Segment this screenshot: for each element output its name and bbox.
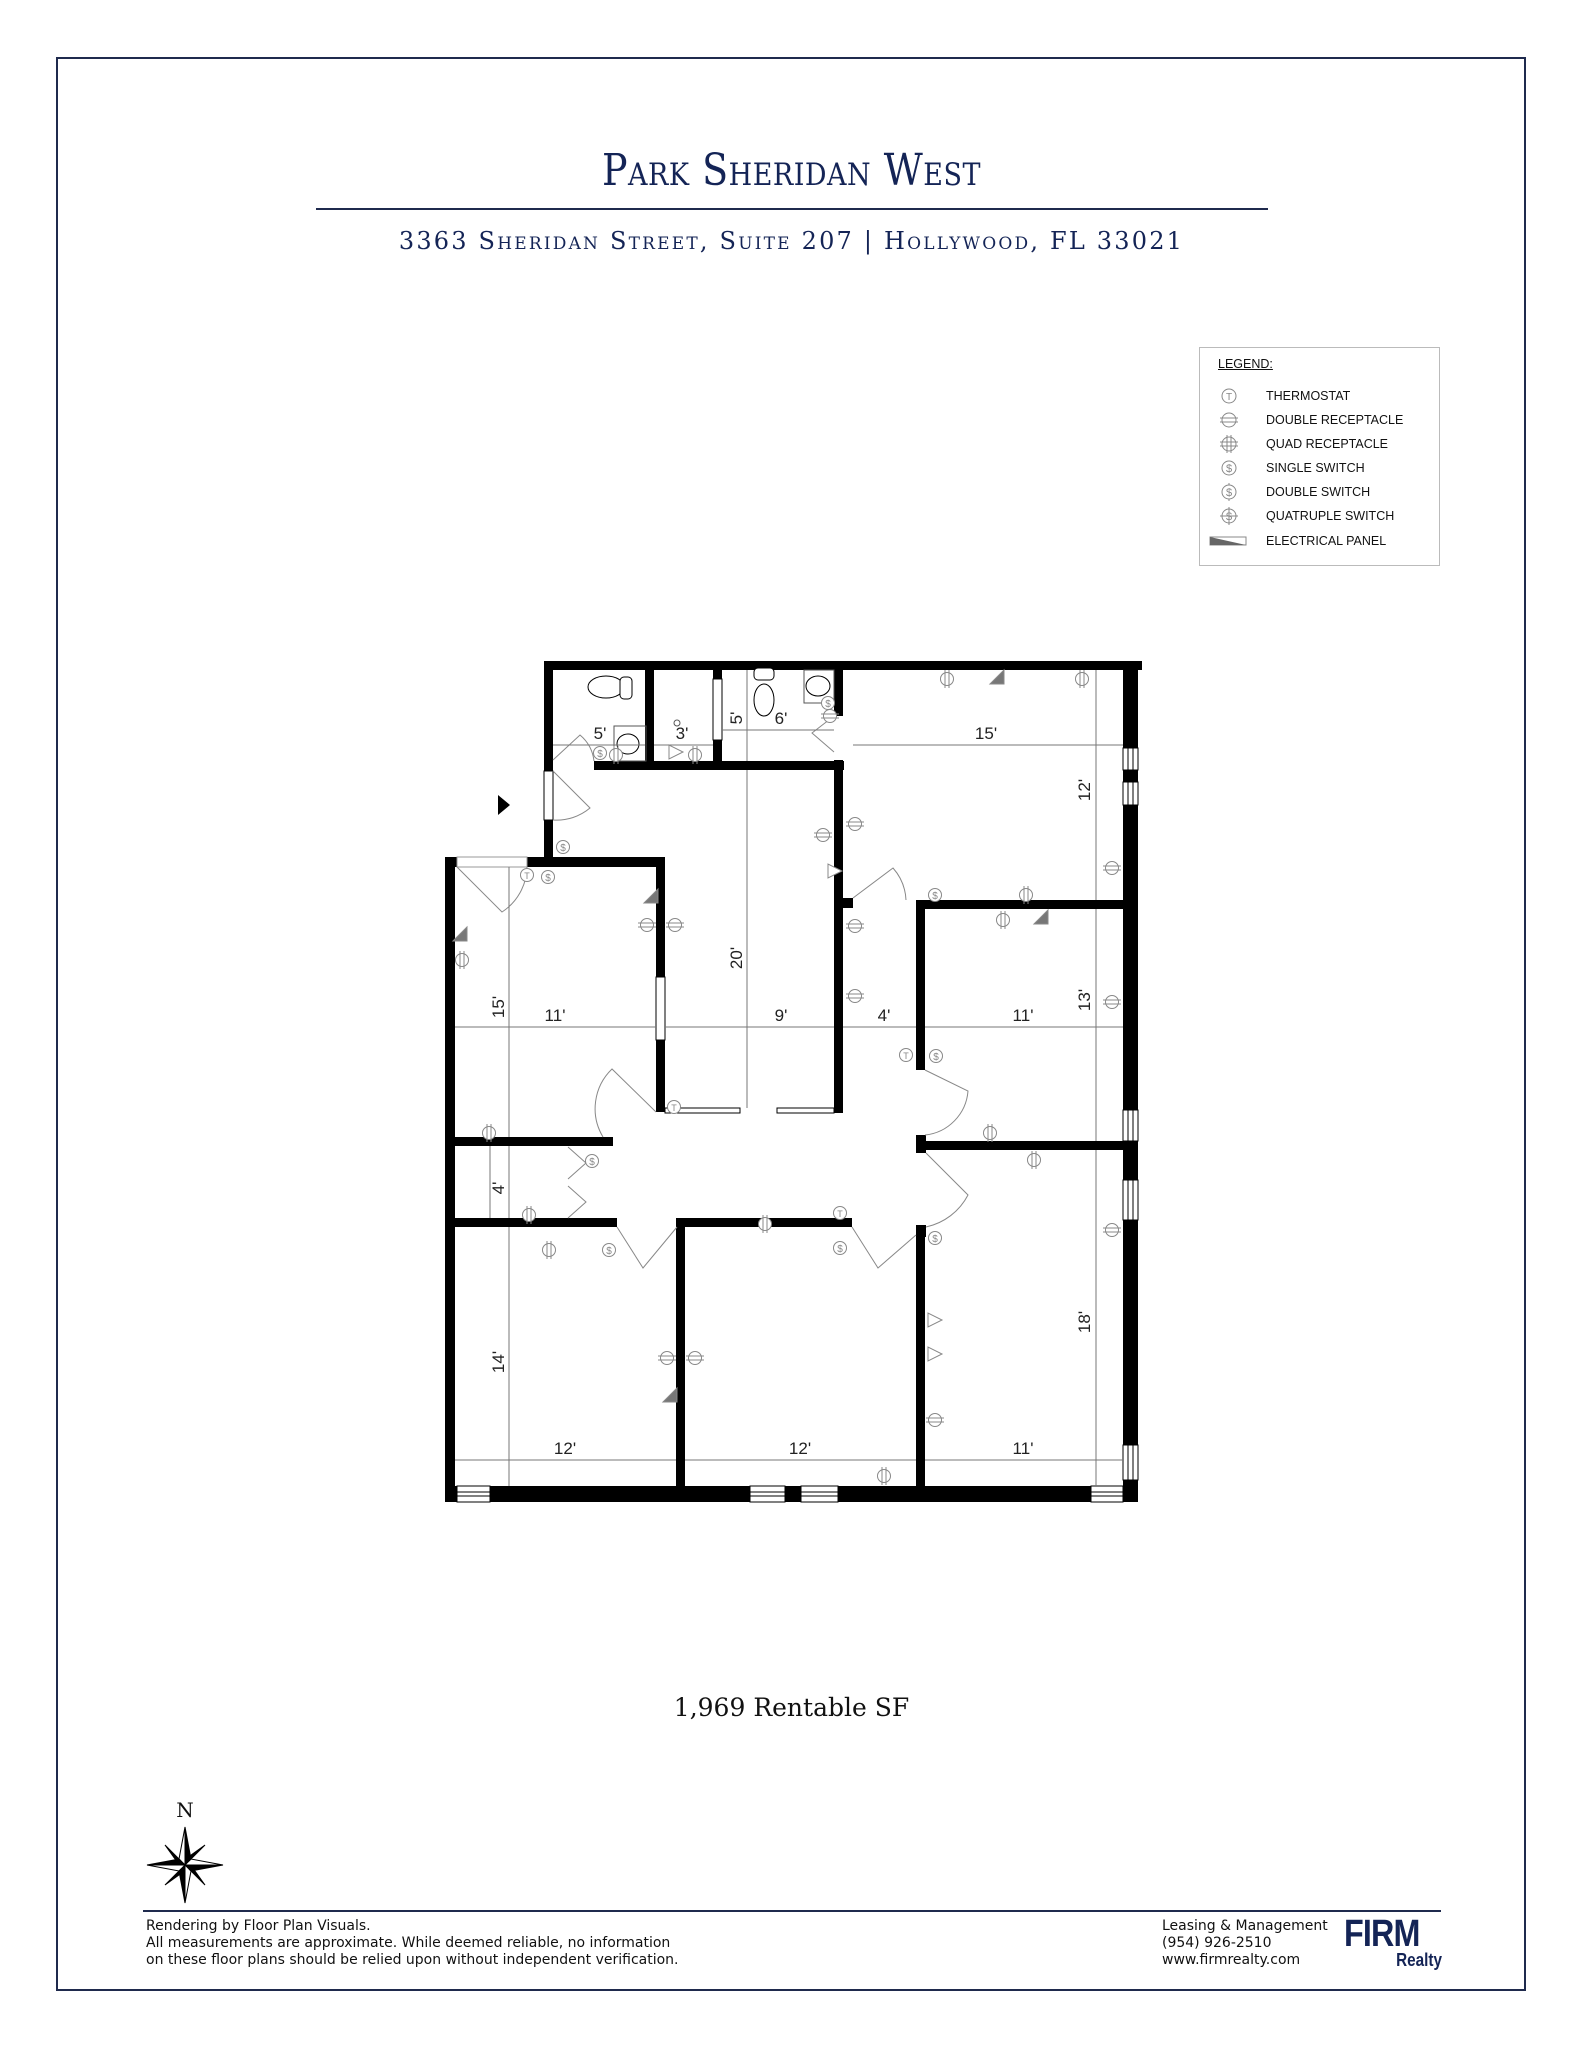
dim-office-ne-width: 15'	[975, 724, 997, 743]
legend-label: ELECTRICAL PANEL	[1266, 534, 1387, 548]
single-switch-icon: $	[1221, 460, 1237, 476]
legend-item-double-switch: $ DOUBLE SWITCH	[1200, 482, 1441, 502]
dim-restroom-1-width: 5'	[594, 724, 607, 743]
legend-item-thermostat: T THERMOSTAT	[1200, 386, 1441, 406]
firm-realty-logo: FIRM Realty	[1344, 1914, 1444, 1974]
page-border	[56, 57, 1526, 1991]
quadruple-switch-icon: $	[1220, 507, 1238, 525]
footer-disclaimer-line-1: All measurements are approximate. While …	[146, 1935, 671, 1951]
legend-label: DOUBLE RECEPTACLE	[1266, 413, 1404, 427]
dim-office-nw-depth: 15'	[489, 996, 508, 1018]
leasing-label: Leasing & Management	[1162, 1918, 1328, 1934]
entry-arrow-icon	[498, 795, 510, 815]
double-switch-icon: $	[1221, 483, 1237, 501]
walls	[445, 661, 1142, 1502]
footer-disclaimer: Rendering by Floor Plan Visuals. All mea…	[146, 1918, 679, 1969]
dim-office-s-width: 12'	[789, 1439, 811, 1458]
logo-main: FIRM	[1344, 1913, 1420, 1955]
address-subtitle: 3363 Sheridan Street, Suite 207 | Hollyw…	[398, 227, 1185, 255]
partitions	[664, 1107, 835, 1114]
footer-disclaimer-line-2: on these floor plans should be relied up…	[146, 1952, 679, 1968]
legend-label: QUATRUPLE SWITCH	[1266, 509, 1395, 523]
legend-label: DOUBLE SWITCH	[1266, 485, 1371, 499]
windows	[456, 678, 1139, 1503]
electrical-panel-icon	[1209, 536, 1247, 546]
legend-title: LEGEND:	[1218, 357, 1273, 371]
dim-restroom-2-width: 6'	[775, 709, 788, 728]
dim-storage-depth: 4'	[489, 1182, 508, 1195]
legend-box: LEGEND: T THERMOSTAT DOUBLE RECEPTACLE Q…	[1199, 347, 1440, 566]
legend-item-quad-receptacle: QUAD RECEPTACLE	[1200, 434, 1441, 454]
dim-hall-width: 4'	[878, 1006, 891, 1025]
title-divider	[316, 208, 1268, 210]
dim-office-ne-depth: 12'	[1075, 779, 1094, 801]
dim-office-e-width: 11'	[1013, 1006, 1034, 1025]
website-link[interactable]: www.firmrealty.com	[1162, 1952, 1301, 1968]
logo-sub: Realty	[1396, 1950, 1442, 1970]
dim-closet-width: 3'	[676, 724, 689, 743]
dim-restroom-2-depth: 5'	[727, 712, 746, 725]
phone-number: (954) 926-2510	[1162, 1935, 1272, 1951]
dim-office-se-depth: 18'	[1075, 1311, 1094, 1333]
dim-reception-depth: 20'	[727, 947, 746, 969]
page-title: Park Sheridan West	[601, 144, 982, 196]
thermostat-icon: T	[1221, 388, 1237, 404]
footer-contact: Leasing & Management (954) 926-2510 www.…	[1162, 1918, 1328, 1969]
north-label: N	[176, 1798, 194, 1822]
doors	[456, 715, 969, 1269]
footer-credit: Rendering by Floor Plan Visuals.	[146, 1918, 371, 1934]
legend-label: SINGLE SWITCH	[1266, 461, 1365, 475]
compass-rose-icon: N	[146, 1798, 224, 1904]
quad-receptacle-icon	[1220, 435, 1238, 453]
svg-text:T: T	[1226, 392, 1232, 403]
dimension-labels: 5' 3' 5' 6' 15' 12' 20' 9' 15' 11' 4' 11…	[489, 709, 1094, 1458]
legend-item-quadruple-switch: $ QUATRUPLE SWITCH	[1200, 506, 1441, 526]
plumbing-fixtures	[587, 667, 835, 762]
dim-office-nw-width: 11'	[545, 1006, 566, 1025]
dim-office-e-depth: 13'	[1075, 989, 1094, 1011]
dim-office-sw-width: 12'	[554, 1439, 576, 1458]
legend-item-double-receptacle: DOUBLE RECEPTACLE	[1200, 410, 1441, 430]
dim-office-se-width: 11'	[1013, 1439, 1034, 1458]
dim-reception-width: 9'	[775, 1006, 788, 1025]
floor-plan: $ T	[445, 661, 1142, 1503]
legend-item-single-switch: $ SINGLE SWITCH	[1200, 458, 1441, 478]
double-receptacle-icon	[1220, 412, 1238, 428]
legend-item-electrical-panel: ELECTRICAL PANEL	[1200, 531, 1441, 551]
footer-divider	[143, 1910, 1441, 1912]
svg-text:$: $	[1226, 487, 1232, 499]
rentable-area: 1,969 Rentable SF	[673, 1693, 910, 1722]
dim-office-sw-depth: 14'	[489, 1351, 508, 1373]
legend-label: QUAD RECEPTACLE	[1266, 437, 1389, 451]
legend-label: THERMOSTAT	[1266, 389, 1351, 403]
svg-text:$: $	[1226, 463, 1232, 475]
dimension-lines	[455, 670, 1123, 1486]
